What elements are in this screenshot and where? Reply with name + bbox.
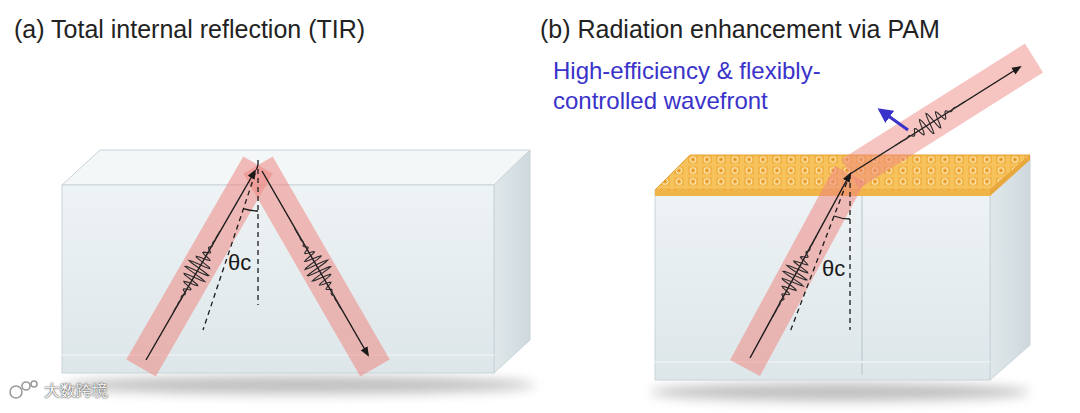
light-beam: [141, 165, 375, 368]
angle-label-box: θc: [822, 256, 845, 282]
normal-line: [790, 174, 850, 332]
callout-text: High-efficiency & flexibly-controlled wa…: [553, 56, 873, 116]
glass-block: [62, 150, 530, 373]
panel-title: (a) Total internal reflection (TIR): [14, 14, 365, 44]
panel-title-box: (a) Total internal reflection (TIR): [14, 14, 365, 44]
angle-label-box: θc: [228, 250, 251, 276]
panel-title: (b) Radiation enhancement via PAM: [540, 14, 940, 44]
glass-block: [655, 155, 1030, 380]
wave-packet: [174, 231, 220, 311]
normal-line: [203, 160, 258, 330]
angle-label: θc: [228, 250, 251, 276]
callout-text-box: High-efficiency & flexibly-controlled wa…: [553, 56, 873, 116]
panel-title-box: (b) Radiation enhancement via PAM: [540, 14, 940, 44]
light-beam: [745, 58, 1034, 368]
pointer-arrow: [880, 110, 908, 130]
wave-packet: [295, 228, 341, 308]
angle-label: θc: [822, 256, 845, 282]
watermark-box: 大数跨境: [44, 381, 108, 400]
wave-packet: [773, 235, 817, 317]
watermark-logo: [10, 381, 37, 398]
watermark: 大数跨境: [44, 381, 108, 400]
wave-packet: [895, 101, 965, 145]
